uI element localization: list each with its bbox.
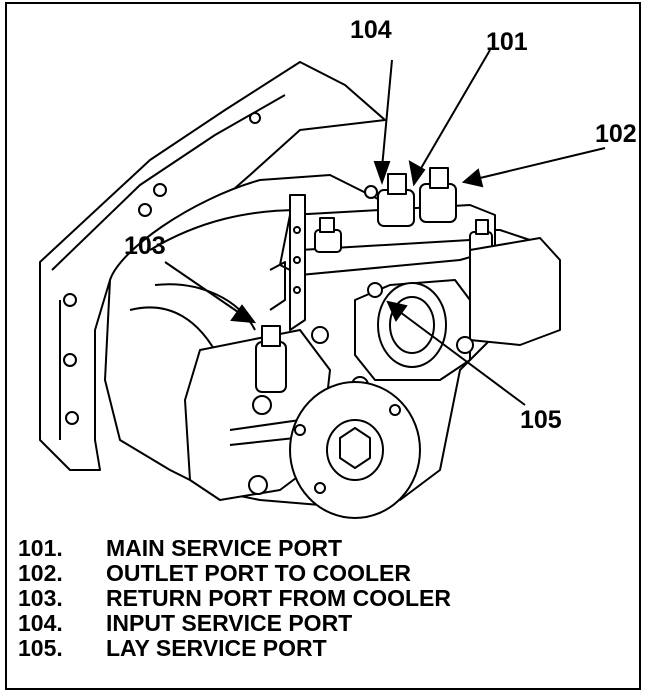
legend-number: 102. — [18, 560, 63, 586]
legend-item: 102. OUTLET PORT TO COOLER — [18, 561, 538, 586]
leader-104 — [381, 59, 393, 169]
legend-item: 103. RETURN PORT FROM COOLER — [18, 586, 538, 611]
arrowhead-102 — [461, 168, 484, 188]
leader-101 — [419, 49, 491, 171]
arrowhead-105 — [386, 300, 408, 323]
callout-101: 101 — [486, 28, 528, 56]
arrowhead-101 — [408, 160, 426, 187]
legend-label: RETURN PORT FROM COOLER — [106, 585, 451, 611]
legend-label: OUTLET PORT TO COOLER — [106, 560, 411, 586]
callout-102: 102 — [595, 120, 637, 148]
callout-103: 103 — [124, 232, 166, 260]
legend-number: 103. — [18, 585, 63, 611]
legend-label: MAIN SERVICE PORT — [106, 535, 342, 561]
legend-item: 104. INPUT SERVICE PORT — [18, 611, 538, 636]
legend-item: 105. LAY SERVICE PORT — [18, 636, 538, 661]
legend-label: INPUT SERVICE PORT — [106, 610, 353, 636]
legend-number: 105. — [18, 635, 63, 661]
legend-number: 101. — [18, 535, 63, 561]
callout-105: 105 — [520, 406, 562, 434]
legend: 101. MAIN SERVICE PORT 102. OUTLET PORT … — [18, 536, 538, 661]
legend-label: LAY SERVICE PORT — [106, 635, 327, 661]
leader-102 — [479, 147, 606, 179]
leader-103 — [164, 261, 239, 313]
diagram-border — [5, 2, 641, 690]
leader-105 — [399, 311, 526, 406]
transmission-illustration — [39, 61, 561, 519]
legend-number: 104. — [18, 610, 63, 636]
arrowhead-104 — [373, 161, 391, 186]
arrowhead-103 — [230, 304, 257, 324]
leader-arrows — [164, 49, 606, 406]
callout-104: 104 — [350, 16, 392, 44]
legend-item: 101. MAIN SERVICE PORT — [18, 536, 538, 561]
